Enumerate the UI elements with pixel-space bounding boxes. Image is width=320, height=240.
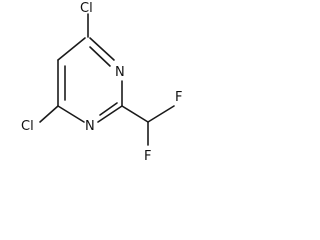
bond-n1-c2 bbox=[97, 105, 123, 123]
bond-n3-c4-inner bbox=[89, 46, 111, 67]
nitrogen-label-upper: N bbox=[115, 65, 125, 80]
bond-c4-c5 bbox=[57, 37, 86, 61]
pyrimidine-ring bbox=[57, 37, 123, 123]
bond-c6-n1 bbox=[57, 105, 85, 123]
structure-diagram: Cl N N Cl F F bbox=[21, 1, 182, 164]
bond-ch-f-upper bbox=[147, 105, 175, 123]
bond-c6-cl bbox=[39, 105, 59, 123]
bond-c2-chf2 bbox=[121, 105, 149, 123]
bond-n3-c4 bbox=[89, 37, 115, 61]
nitrogen-label-lower: N bbox=[85, 119, 95, 134]
substituent-bonds bbox=[39, 13, 175, 146]
chlorine-label-bottom: Cl bbox=[21, 119, 34, 134]
bond-n1-c2-inner bbox=[99, 102, 118, 116]
chlorine-label-top: Cl bbox=[80, 1, 93, 16]
fluorine-label-upper: F bbox=[175, 90, 182, 105]
fluorine-label-lower: F bbox=[144, 149, 151, 164]
